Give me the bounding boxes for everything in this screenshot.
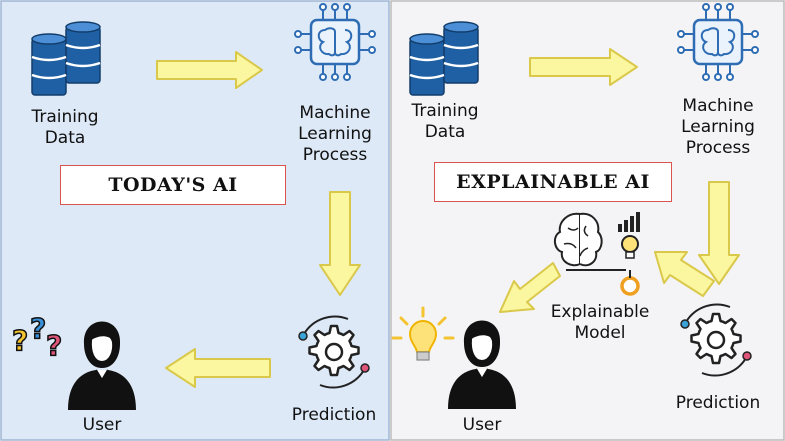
lightbulb-icon: [391, 306, 455, 361]
svg-text:?: ?: [12, 324, 28, 357]
database-icon-right: [409, 21, 479, 96]
arrow-ml-to-prediction: [319, 191, 361, 296]
svg-text:?: ?: [30, 312, 46, 345]
arrow-model-to-user: [499, 262, 561, 313]
arrow-data-to-ml-right: [529, 48, 638, 86]
svg-text:?: ?: [46, 329, 62, 362]
arrow-prediction-to-user: [165, 348, 271, 388]
user-label-right: User: [462, 415, 502, 435]
explainable-model-label: Explainable Model: [550, 302, 650, 343]
todays-ai-title: TODAY'S AI: [60, 165, 286, 205]
prediction-label-right: Prediction: [675, 393, 761, 413]
database-icon: [31, 21, 101, 96]
explainable-ai-title: EXPLAINABLE AI: [434, 162, 672, 202]
training-data-label: Training Data: [31, 107, 99, 148]
user-label: User: [82, 415, 122, 435]
arrow-prediction-to-model: [654, 251, 715, 297]
arrow-ml-to-prediction-right: [698, 181, 740, 285]
explainable-model-icon: [554, 212, 640, 296]
prediction-label: Prediction: [291, 405, 377, 425]
ml-process-label: Machine Learning Process: [298, 103, 372, 165]
ml-process-label-right: Machine Learning Process: [681, 96, 755, 158]
question-marks-icon: ? ? ?: [11, 311, 63, 363]
training-data-label-right: Training Data: [411, 101, 479, 142]
arrow-data-to-ml: [156, 51, 263, 89]
